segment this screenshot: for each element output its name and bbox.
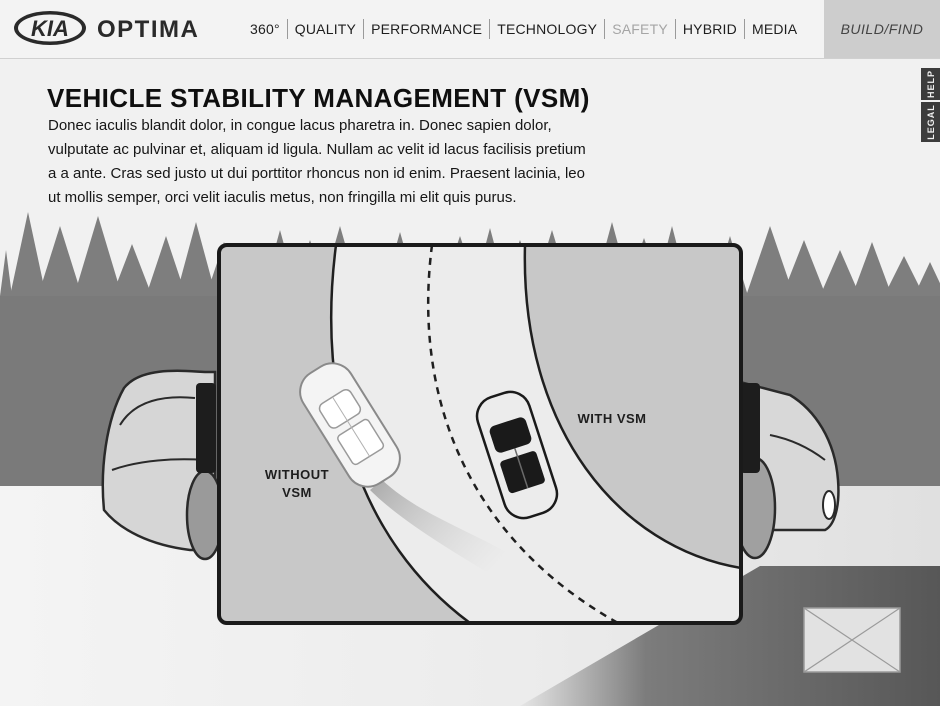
kia-logo[interactable]: KIA	[12, 9, 88, 47]
label-without-line1: WITHOUT	[264, 467, 330, 482]
help-tab-label: HELP	[925, 69, 936, 99]
model-name[interactable]: OPTIMA	[97, 16, 200, 43]
nav-link-safety[interactable]: SAFETY	[605, 19, 676, 39]
car-silhouette-right	[733, 380, 840, 560]
label-without-line2: VSM	[282, 485, 312, 500]
label-without-vsm: WITHOUT VSM	[252, 466, 342, 502]
car-without-vsm	[299, 362, 401, 488]
build-find-button[interactable]: BUILD/FIND	[824, 0, 940, 58]
nav-link-quality[interactable]: QUALITY	[288, 19, 365, 39]
nav-link-performance[interactable]: PERFORMANCE	[364, 19, 491, 39]
body-copy: Donec iaculis blandit dolor, in congue l…	[48, 117, 586, 206]
nav-link-360[interactable]: 360°	[243, 19, 288, 39]
side-tabs: HELP LEGAL	[921, 68, 940, 144]
image-placeholder[interactable]	[803, 607, 901, 673]
nav-link-media[interactable]: MEDIA	[751, 21, 798, 37]
legal-tab-label: LEGAL	[925, 104, 936, 140]
label-with-vsm: WITH VSM	[577, 411, 647, 426]
car-with-vsm	[475, 390, 559, 520]
help-tab[interactable]: HELP	[921, 68, 940, 100]
nav-links: 360° QUALITY PERFORMANCE TECHNOLOGY SAFE…	[243, 19, 804, 39]
nav-link-hybrid[interactable]: HYBRID	[676, 19, 745, 39]
brand-text: KIA	[31, 16, 69, 41]
page-title: VEHICLE STABILITY MANAGEMENT (VSM)	[47, 83, 590, 113]
nav-link-technology[interactable]: TECHNOLOGY	[490, 19, 606, 39]
legal-tab[interactable]: LEGAL	[921, 102, 940, 142]
car-silhouette-left	[101, 369, 225, 561]
top-nav: KIA OPTIMA 360° QUALITY PERFORMANCE TECH…	[0, 0, 940, 59]
